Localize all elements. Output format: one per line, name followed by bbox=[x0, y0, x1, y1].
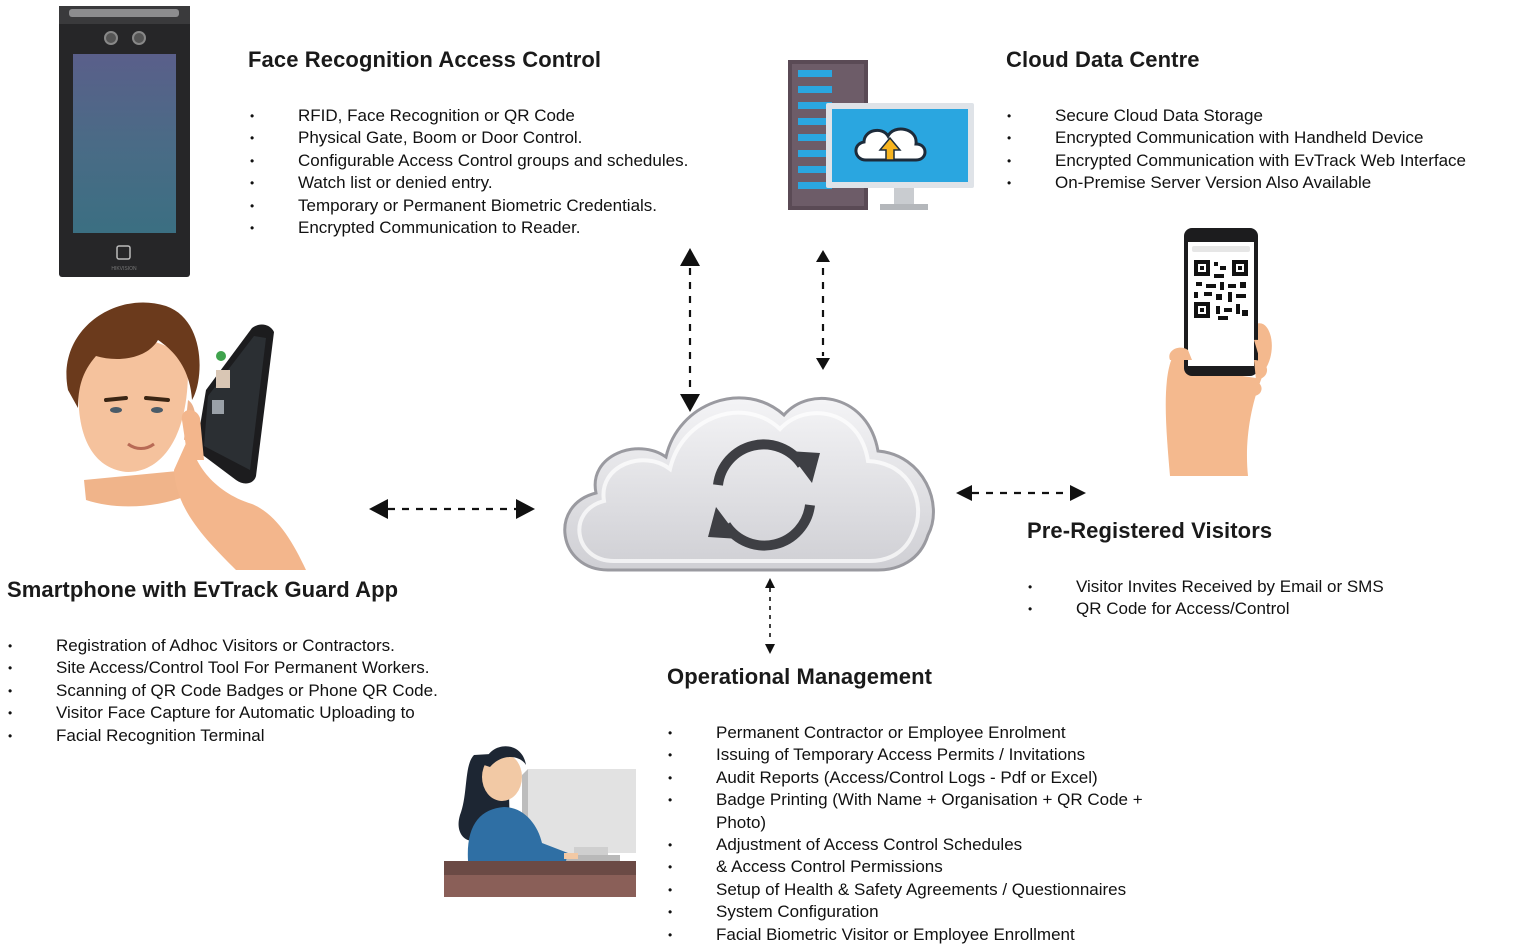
list-item: Secure Cloud Data Storage bbox=[1007, 105, 1466, 128]
list-item: Watch list or denied entry. bbox=[250, 172, 688, 195]
list-item: On-Premise Server Version Also Available bbox=[1007, 172, 1466, 195]
face-recognition-terminal-icon: HIKVISION bbox=[59, 6, 190, 277]
list-item: Physical Gate, Boom or Door Control. bbox=[250, 127, 688, 150]
operator-desk-icon bbox=[444, 746, 636, 897]
list-item: Registration of Adhoc Visitors or Contra… bbox=[8, 635, 438, 658]
list-item: Badge Printing (With Name + Organisation… bbox=[668, 789, 1168, 834]
list-item: Configurable Access Control groups and s… bbox=[250, 150, 688, 173]
list-item: Audit Reports (Access/Control Logs - Pdf… bbox=[668, 767, 1168, 790]
list-item: & Access Control Permissions bbox=[668, 856, 1168, 879]
pre-registered-title: Pre-Registered Visitors bbox=[1027, 518, 1273, 543]
list-item: Adjustment of Access Control Schedules bbox=[668, 834, 1168, 857]
face-recognition-title: Face Recognition Access Control bbox=[248, 47, 602, 72]
guard-smartphone-icon bbox=[66, 302, 306, 570]
cloud-server-icon bbox=[788, 60, 974, 210]
sync-cloud-icon bbox=[563, 396, 935, 572]
list-item: Encrypted Communication with Handheld De… bbox=[1007, 127, 1466, 150]
list-item: Facial Biometric Visitor or Employee Enr… bbox=[668, 924, 1168, 946]
list-item: RFID, Face Recognition or QR Code bbox=[250, 105, 688, 128]
qr-phone-hand-icon bbox=[1165, 228, 1272, 476]
cloud-data-centre-title: Cloud Data Centre bbox=[1006, 47, 1200, 72]
list-item: Permanent Contractor or Employee Enrolme… bbox=[668, 722, 1168, 745]
list-item: Site Access/Control Tool For Permanent W… bbox=[8, 657, 438, 680]
list-item: Issuing of Temporary Access Permits / In… bbox=[668, 744, 1168, 767]
operational-list: Permanent Contractor or Employee Enrolme… bbox=[668, 722, 1168, 946]
cloud-data-centre-list: Secure Cloud Data Storage Encrypted Comm… bbox=[1007, 105, 1466, 195]
device-brand: HIKVISION bbox=[111, 266, 137, 272]
list-item: Scanning of QR Code Badges or Phone QR C… bbox=[8, 680, 438, 703]
pre-registered-list: Visitor Invites Received by Email or SMS… bbox=[1028, 576, 1384, 621]
operational-title: Operational Management bbox=[667, 664, 933, 689]
list-item: Facial Recognition Terminal bbox=[8, 725, 438, 748]
list-item: Visitor Invites Received by Email or SMS bbox=[1028, 576, 1384, 599]
list-item: Encrypted Communication with EvTrack Web… bbox=[1007, 150, 1466, 173]
smartphone-list: Registration of Adhoc Visitors or Contra… bbox=[8, 635, 438, 747]
list-item: QR Code for Access/Control bbox=[1028, 598, 1384, 621]
list-item: System Configuration bbox=[668, 901, 1168, 924]
list-item: Visitor Face Capture for Automatic Uploa… bbox=[8, 702, 438, 725]
list-item: Temporary or Permanent Biometric Credent… bbox=[250, 195, 688, 218]
list-item: Setup of Health & Safety Agreements / Qu… bbox=[668, 879, 1168, 902]
list-item: Encrypted Communication to Reader. bbox=[250, 217, 688, 240]
face-recognition-list: RFID, Face Recognition or QR Code Physic… bbox=[250, 105, 688, 240]
smartphone-title: Smartphone with EvTrack Guard App bbox=[7, 577, 399, 602]
